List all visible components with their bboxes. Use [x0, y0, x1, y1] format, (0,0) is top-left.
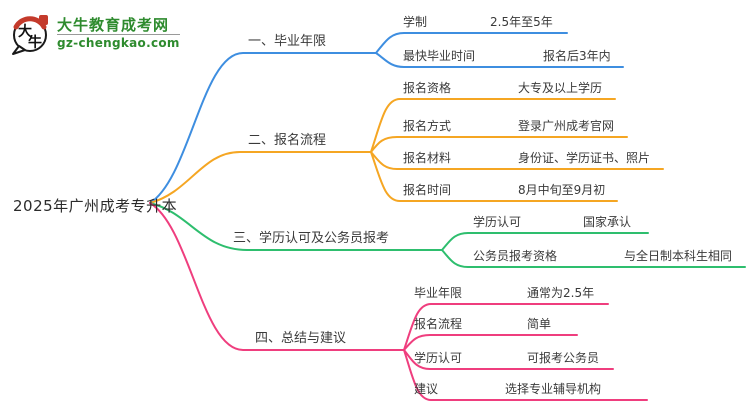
branch-3-row-2-connector [441, 249, 746, 268]
logo-title: 大牛教育成考网 [57, 16, 170, 34]
leaf-value: 选择专业辅导机构 [505, 382, 602, 396]
logo-badge: 大 牛 [12, 15, 48, 55]
leaf-label: 建议 [414, 382, 439, 396]
leaf-label: 报名资格 [403, 81, 452, 95]
leaf-label: 报名方式 [403, 119, 452, 133]
branch-3-row-1-connector [441, 232, 649, 251]
branch-2-trunk-line [149, 151, 372, 204]
branch-4-row-2-connector [403, 334, 578, 351]
leaf-value: 2.5年至5年 [490, 15, 553, 29]
logo-text-block: 大牛教育成考网 gz-chengkao.com [57, 16, 180, 50]
leaf-value: 简单 [527, 317, 552, 331]
leaf-value: 与全日制本科生相同 [624, 249, 733, 263]
branch-1-row-2-connector [375, 52, 624, 68]
leaf-label: 学制 [403, 15, 428, 29]
branch-4-row-3-connector [403, 349, 614, 370]
leaf-label: 学历认可 [414, 351, 463, 365]
logo-seal [39, 15, 48, 25]
leaf-value: 8月中旬至9月初 [518, 183, 606, 197]
leaf-label: 最快毕业时间 [403, 49, 476, 63]
branch-3-trunk-line [149, 202, 443, 251]
leaf-label: 报名流程 [414, 317, 463, 331]
logo-bubble-tail [12, 45, 26, 55]
logo-badge-char2: 牛 [28, 34, 42, 51]
root-node: 2025年广州成考专升本 [13, 197, 178, 215]
logo-badge-char1: 大 [18, 23, 32, 40]
branch-3-label: 三、学历认可及公务员报考 [233, 231, 390, 246]
leaf-value: 登录广州成考官网 [518, 119, 615, 133]
leaf-label: 学历认可 [473, 215, 522, 229]
leaf-value: 身份证、学历证书、照片 [518, 151, 651, 165]
logo-domain: gz-chengkao.com [57, 34, 180, 50]
leaf-value: 国家承认 [583, 215, 632, 229]
branch-2-row-2-connector [370, 136, 628, 153]
branch-4-trunk-line [149, 202, 405, 351]
site-logo: 大 牛 大牛教育成考网 gz-chengkao.com [10, 11, 180, 55]
leaf-value: 大专及以上学历 [518, 81, 603, 95]
leaf-value: 报名后3年内 [543, 49, 611, 63]
leaf-value: 通常为2.5年 [527, 286, 595, 300]
branch-2-row-3-connector [370, 151, 664, 170]
branch-1-trunk-line [149, 52, 377, 204]
branch-4-row-1-connector [403, 303, 609, 351]
leaf-label: 报名材料 [403, 151, 452, 165]
branch-4-label: 四、总结与建议 [255, 331, 347, 346]
branch-4-row-4-connector [403, 349, 648, 401]
branch-2-row-1-connector [370, 98, 616, 153]
leaf-label: 报名时间 [403, 183, 452, 197]
branch-1-row-1-connector [375, 32, 568, 54]
leaf-label: 毕业年限 [414, 286, 463, 300]
leaf-label: 公务员报考资格 [473, 249, 558, 263]
branch-2-row-4-connector [370, 151, 618, 202]
branch-1-label: 一、毕业年限 [248, 34, 327, 49]
leaf-value: 可报考公务员 [527, 351, 600, 365]
branch-2-label: 二、报名流程 [248, 133, 327, 148]
